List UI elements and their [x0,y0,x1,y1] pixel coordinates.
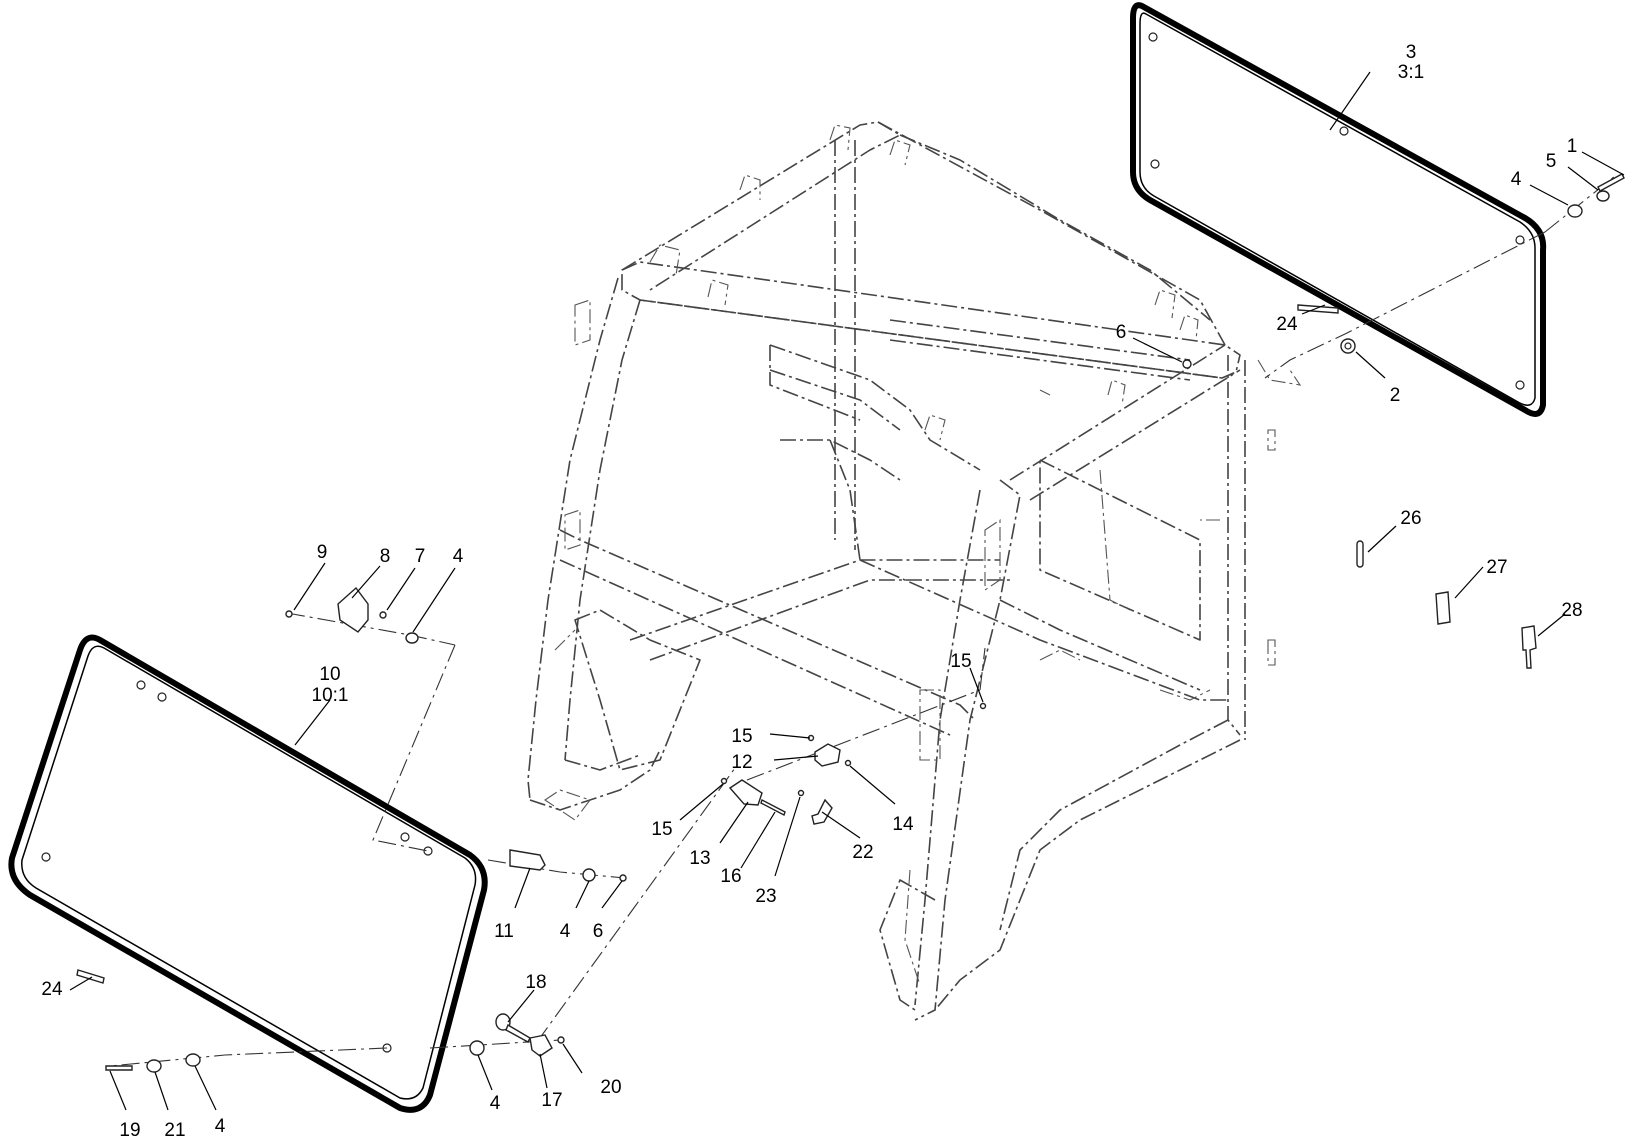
front-window-glass [8,634,488,1113]
rod-16 [760,798,786,817]
screw-15-b [720,777,728,785]
callout-9: 9 [317,542,328,563]
callout-28: 28 [1561,600,1582,621]
callout-15-top: 15 [731,726,752,747]
callout-1: 1 [1567,136,1578,157]
bracket-11 [509,849,546,871]
rear-window-glass [1130,2,1547,417]
nut-7 [379,611,387,619]
callout-10-1: 10:1 [312,685,349,706]
callout-22: 22 [852,842,873,863]
callout-4-low: 4 [490,1093,501,1114]
callout-26: 26 [1400,508,1421,529]
callout-11: 11 [494,921,514,942]
callout-6-rear: 6 [1116,322,1127,343]
pin-28 [1521,625,1537,669]
callout-10: 10 [319,664,340,685]
callout-24-rear: 24 [1276,314,1298,335]
washer-4-bottom [185,1053,201,1067]
washer-5 [1596,190,1610,202]
callout-15-left: 15 [651,819,672,840]
latch-13 [728,779,763,806]
callout-6-mid: 6 [593,921,604,942]
pin-27 [1435,591,1451,625]
callout-24-front: 24 [41,979,63,1000]
screw-15-c [979,702,987,710]
washer-4-top [405,632,419,644]
callout-12: 12 [731,752,752,773]
pin-24-rear [1297,304,1339,314]
knob-18 [495,1013,511,1031]
callout-4-bottom: 4 [215,1116,226,1137]
callout-17: 17 [541,1090,562,1111]
rod-18 [505,1023,531,1043]
nut-6-rear [1182,359,1192,369]
callout-27: 27 [1486,557,1507,578]
nut-20 [557,1036,565,1044]
screw-19 [105,1065,133,1071]
nut-6-mid [619,874,627,882]
callout-4-top: 4 [453,546,464,567]
screw-23 [797,789,805,797]
callout-14: 14 [892,814,914,835]
callout-23: 23 [755,886,776,907]
callout-labels: 1 5 4 3 3:1 2 6 24 26 27 28 9 8 7 4 10 1… [41,42,1582,1141]
callout-4-mid: 4 [560,921,571,942]
callout-3-1: 3:1 [1398,62,1424,83]
washer-4-mid [582,868,596,882]
screw-14 [844,759,852,767]
callout-5: 5 [1546,151,1557,172]
callout-2: 2 [1390,385,1401,406]
callout-21: 21 [164,1120,185,1141]
callout-16: 16 [720,866,741,887]
washer-4-rear [1567,204,1583,218]
bolt-1 [1597,173,1625,192]
washer-21 [146,1059,162,1073]
screw-9 [285,610,293,618]
handle-12 [814,743,841,767]
callout-18: 18 [525,972,546,993]
callout-19: 19 [119,1120,140,1141]
hardware [76,173,1625,1073]
callout-3: 3 [1406,42,1417,63]
pin-26 [1356,540,1364,568]
callout-20: 20 [600,1077,621,1098]
callout-15-right: 15 [950,651,971,672]
cab-frame [527,121,1302,1021]
callout-8: 8 [380,546,391,567]
callout-7: 7 [415,546,426,567]
pin-24-front [76,969,105,984]
callout-4-rear: 4 [1511,169,1522,190]
callout-pointers [69,71,1625,1111]
hinge-8 [337,586,369,633]
washer-4-low [469,1040,485,1056]
bracket-17 [529,1034,553,1057]
callout-13: 13 [689,848,710,869]
